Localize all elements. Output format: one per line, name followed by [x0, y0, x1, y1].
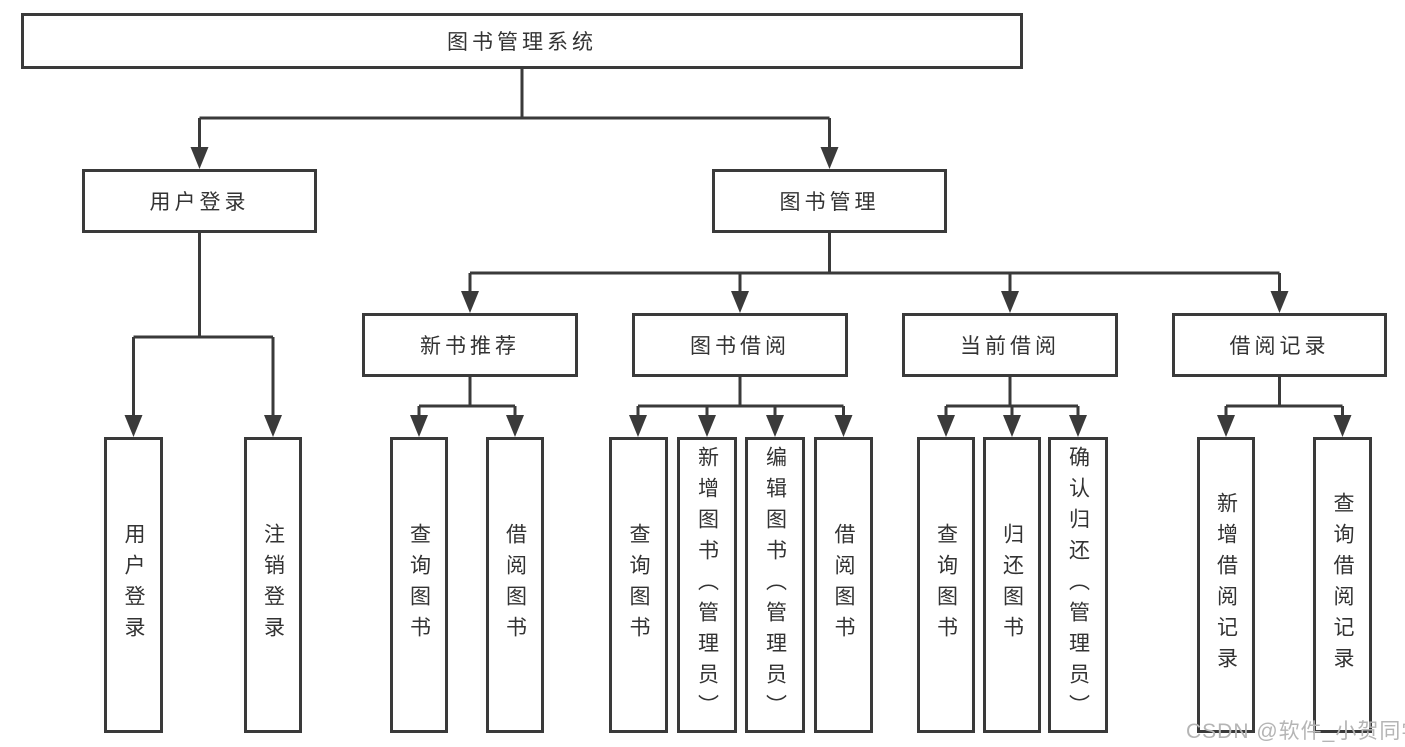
csdn-watermark: CSDN @软件_小贺同学: [1186, 720, 1405, 743]
leaf-add-borrow-record: 新增借阅记录: [1197, 437, 1255, 733]
node-library-system: 图书管理系统: [21, 13, 1023, 69]
leaf-return-book: 归还图书: [983, 437, 1041, 733]
node-borrow-records: 借阅记录: [1172, 313, 1387, 377]
node-user-login: 用户登录: [82, 169, 317, 233]
leaf-borrow-books-1: 借阅图书: [486, 437, 544, 733]
node-new-book-recommend: 新书推荐: [362, 313, 578, 377]
node-book-management: 图书管理: [712, 169, 947, 233]
leaf-edit-book-admin: 编辑图书（管理员）: [745, 437, 805, 733]
leaf-user-login: 用户登录: [104, 437, 163, 733]
leaf-add-book-admin: 新增图书（管理员）: [677, 437, 737, 733]
leaf-confirm-return-admin: 确认归还（管理员）: [1048, 437, 1108, 733]
leaf-query-books-3: 查询图书: [917, 437, 975, 733]
leaf-query-borrow-record: 查询借阅记录: [1313, 437, 1372, 733]
node-book-borrow: 图书借阅: [632, 313, 848, 377]
node-current-borrow: 当前借阅: [902, 313, 1118, 377]
leaf-logout: 注销登录: [244, 437, 302, 733]
leaf-borrow-books-2: 借阅图书: [814, 437, 873, 733]
leaf-query-books-2: 查询图书: [609, 437, 668, 733]
leaf-query-books-1: 查询图书: [390, 437, 448, 733]
